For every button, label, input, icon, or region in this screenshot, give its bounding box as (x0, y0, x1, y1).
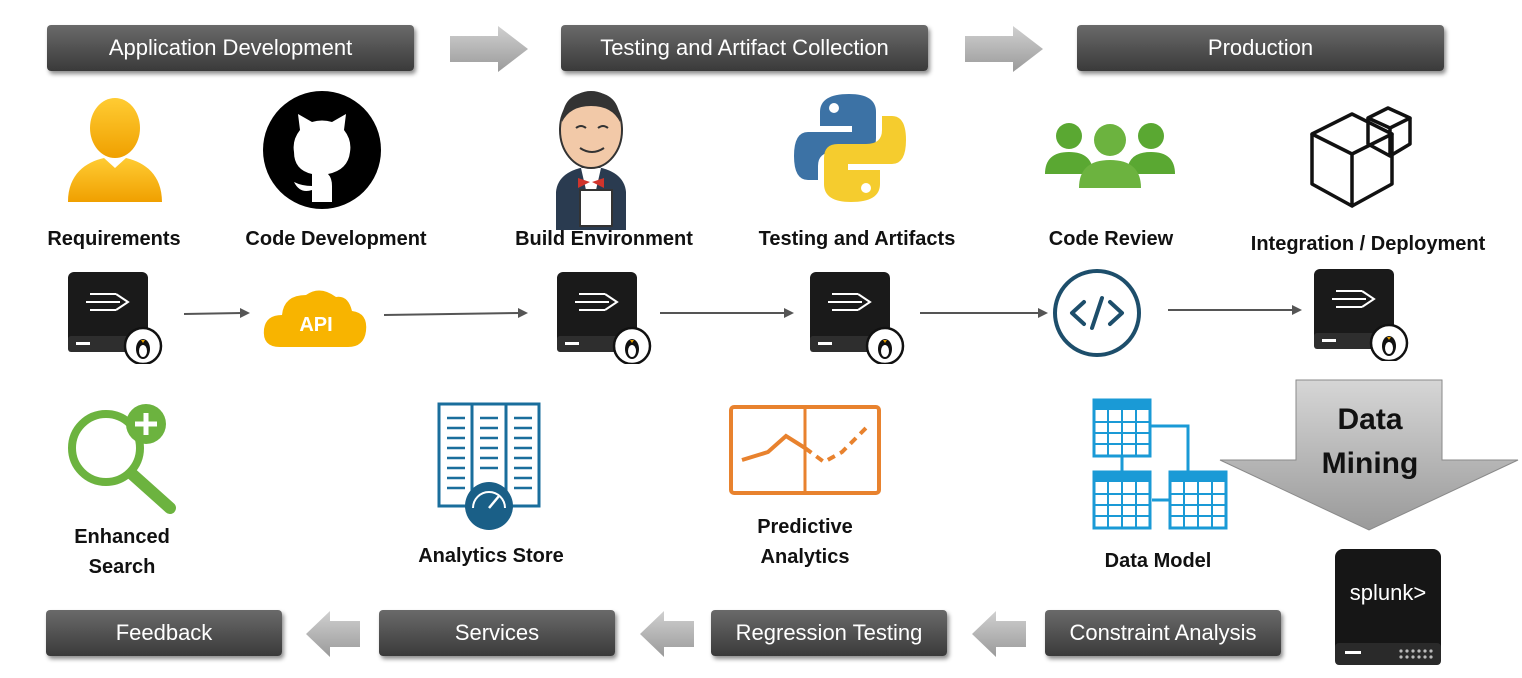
data-model-label: Data Model (1104, 550, 1212, 572)
splunk-logo-text: splunk> (1349, 580, 1427, 605)
arrow-left-icon (640, 611, 696, 657)
requirements-label: Requirements (47, 228, 181, 250)
stage-testing-artifact-collection: Testing and Artifact Collection (561, 25, 928, 71)
constraint-analysis-box: Constraint Analysis (1045, 610, 1281, 656)
testing-artifacts-label: Testing and Artifacts (758, 228, 956, 250)
flow-arrow-icon (660, 305, 796, 321)
table-top (1092, 398, 1152, 458)
analytics-store-label: Analytics Store (418, 545, 564, 567)
predictive-analytics-label: Predictive Analytics (730, 512, 880, 572)
arrow-left-icon (972, 611, 1028, 657)
predictive-analytics-line1: Predictive (757, 516, 853, 538)
stage-arrow-right-icon (450, 26, 530, 72)
stage-production: Production (1077, 25, 1444, 71)
enhanced-search-label: Enhanced Search (60, 522, 184, 582)
flow-arrow-icon (920, 305, 1050, 321)
team-icon (1045, 118, 1175, 190)
linux-server-icon (810, 272, 906, 364)
data-mining-arrow (1218, 378, 1520, 532)
build-environment-label: Build Environment (515, 228, 693, 250)
table-bottom-right (1168, 470, 1228, 530)
enhanced-search-line2: Search (88, 556, 156, 578)
table-bottom-left (1092, 470, 1152, 530)
jenkins-icon (546, 82, 636, 230)
data-mining-line1: Data (1337, 403, 1403, 436)
data-mining-label: Data Mining (1300, 398, 1440, 486)
stage-application-development: Application Development (47, 25, 414, 71)
code-brackets-icon (1052, 268, 1142, 358)
flow-arrow-icon (1168, 302, 1304, 318)
services-box: Services (379, 610, 615, 656)
data-model-icon (1092, 398, 1228, 530)
api-cloud-icon: API (262, 283, 368, 349)
linux-server-icon (557, 272, 653, 364)
predictive-analytics-line2: Analytics (760, 546, 850, 568)
api-text: API (299, 314, 332, 336)
splunk-server-icon (1335, 549, 1441, 665)
enhanced-search-line1: Enhanced (74, 526, 170, 548)
code-development-label: Code Development (245, 228, 427, 250)
flow-arrow-icon (184, 305, 252, 321)
integration-deployment-label: Integration / Deployment (1250, 233, 1486, 255)
enhanced-search-icon (62, 404, 178, 514)
data-mining-line2: Mining (1321, 447, 1419, 480)
predictive-analytics-icon (728, 404, 882, 496)
regression-testing-box: Regression Testing (711, 610, 947, 656)
linux-server-icon (68, 272, 164, 364)
linux-server-icon (1314, 269, 1410, 361)
github-icon (262, 90, 382, 210)
python-icon (794, 92, 906, 204)
stage-arrow-right-icon (965, 26, 1045, 72)
arrow-left-icon (306, 611, 362, 657)
flow-arrow-icon (384, 305, 530, 321)
analytics-store-icon (437, 402, 541, 530)
feedback-box: Feedback (46, 610, 282, 656)
code-review-label: Code Review (1048, 228, 1174, 250)
package-icon (1306, 104, 1418, 212)
person-icon (64, 96, 166, 202)
